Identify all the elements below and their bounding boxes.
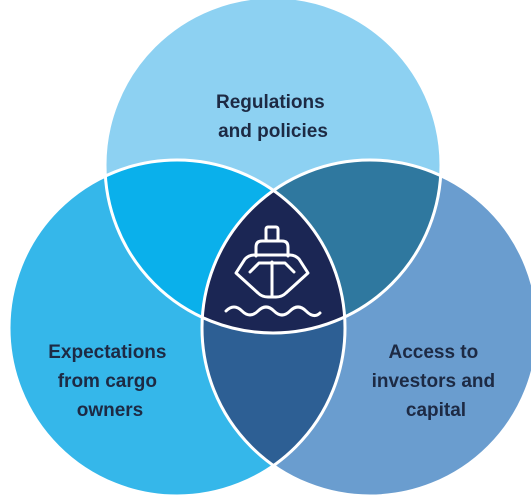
circle-outlines	[7, 0, 531, 498]
label-cargo-owners: Expectations from cargo owners	[48, 342, 172, 421]
label-regulations: Regulations and policies	[216, 92, 330, 142]
label-investors: Access to investors and capital	[372, 342, 501, 421]
ship-on-waves-icon	[224, 225, 322, 318]
